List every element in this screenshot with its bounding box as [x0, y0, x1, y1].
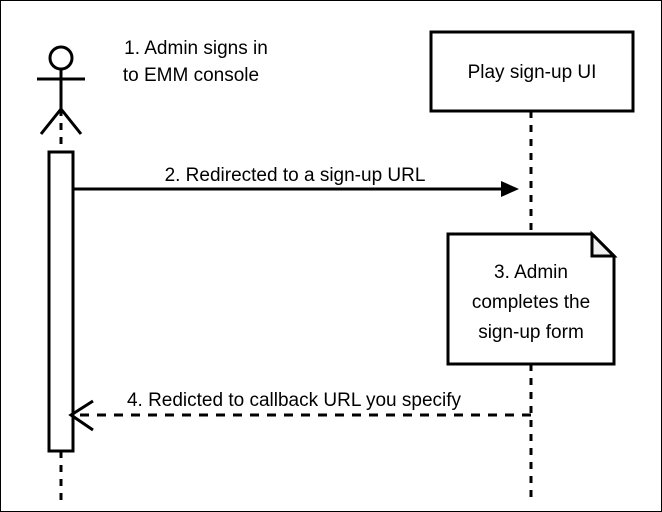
step-1-annotation: 1. Admin signs in to EMM console — [123, 38, 268, 86]
actor-leg-right-line — [59, 108, 83, 135]
actor-activation-bar — [47, 150, 75, 453]
step-3-line-2: completes the — [472, 292, 590, 313]
step-1-line-2: to EMM console — [123, 65, 259, 86]
step-3-note[interactable]: 3. Admin completes the sign-up form — [446, 230, 618, 366]
step-3-line-3: sign-up form — [478, 322, 584, 343]
participant-label-play-signup-ui: Play sign-up UI — [468, 62, 597, 83]
participant-box-play-signup-ui[interactable] — [429, 30, 635, 113]
actor-leg-left-line — [39, 108, 63, 135]
step-4-arrowhead — [68, 399, 94, 432]
step-2-arrowhead — [501, 181, 519, 197]
note-body-shape — [446, 232, 616, 366]
step-4-label: 4. Redicted to callback URL you specify — [127, 390, 462, 411]
note-folded-corner-icon — [590, 230, 618, 258]
actor-head-icon — [48, 45, 74, 71]
step-3-line-1: 3. Admin — [494, 262, 568, 283]
step-1-line-1: 1. Admin signs in — [124, 38, 268, 59]
step-2-label: 2. Redirected to a sign-up URL — [165, 165, 426, 186]
admin-actor-figure — [37, 45, 85, 135]
step-4-message: 4. Redicted to callback URL you specify — [68, 390, 531, 432]
step-2-message: 2. Redirected to a sign-up URL — [73, 165, 519, 197]
